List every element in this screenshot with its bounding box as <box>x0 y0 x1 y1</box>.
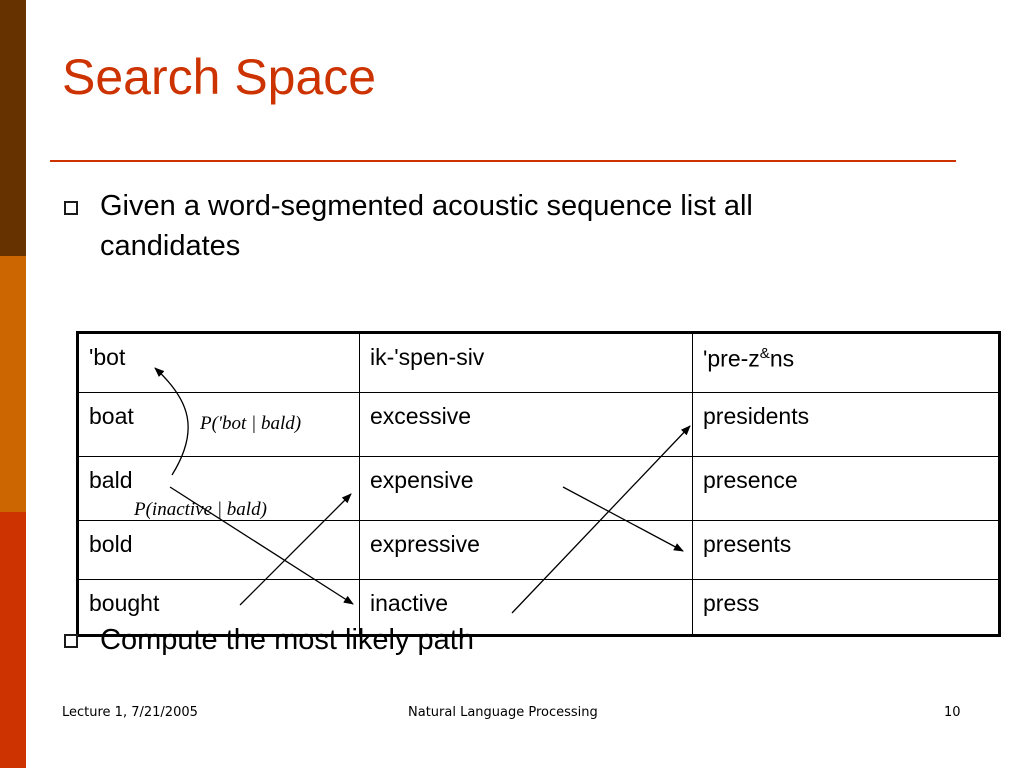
table-cell: excessive <box>359 392 693 457</box>
table-header-cell: 'bot <box>77 332 360 393</box>
table-row: bold expressive presents <box>77 520 1000 580</box>
side-bar-dark-brown <box>0 0 26 256</box>
prob-inactive-given-bald: P(inactive | bald) <box>133 499 267 520</box>
table-cell: expressive <box>359 520 693 580</box>
table-cell: presidents <box>692 392 1000 457</box>
table-cell: boat <box>77 392 360 457</box>
table-cell: presents <box>692 520 1000 580</box>
title-underline <box>50 160 956 162</box>
slide-title: Search Space <box>62 49 377 105</box>
table-row: 'bot ik-'spen-siv 'pre-z&ns <box>77 332 1000 393</box>
bullet-text-2: Compute the most likely path <box>100 624 474 656</box>
table-row: bought inactive press <box>77 579 1000 636</box>
table-cell: bald <box>77 456 360 521</box>
table-row: bald expensive presence <box>77 456 1000 521</box>
table-cell: bought <box>77 579 360 636</box>
bullet-text-1: Given a word-segmented acoustic sequence… <box>100 190 753 262</box>
table-cell: inactive <box>359 579 693 636</box>
side-bar-red <box>0 512 26 768</box>
page-number: 10 <box>944 705 961 720</box>
footer-lecture: Lecture 1, 7/21/2005 <box>62 705 198 720</box>
superscript: & <box>759 345 770 362</box>
table-cell: expensive <box>359 456 693 521</box>
arrow-inactive-to-presidents <box>511 425 691 614</box>
arrow-bald-to-inactive <box>169 486 354 605</box>
footer-course: Natural Language Processing <box>408 705 598 720</box>
table-cell: bold <box>77 520 360 580</box>
bullet-square-icon <box>64 201 78 215</box>
arrow-expensive-to-presents <box>562 486 684 552</box>
arrow-bald-to-bot <box>154 367 189 476</box>
table-cell: press <box>692 579 1000 636</box>
bullet-square-icon <box>64 634 78 648</box>
table-header-cell: 'pre-z&ns <box>692 332 1000 393</box>
arrow-bought-to-expensive <box>239 493 352 606</box>
table-cell: presence <box>692 456 1000 521</box>
prob-bot-given-bald: P('bot | bald) <box>199 413 301 434</box>
side-bar-orange <box>0 256 26 512</box>
table-row: boat excessive presidents <box>77 392 1000 457</box>
